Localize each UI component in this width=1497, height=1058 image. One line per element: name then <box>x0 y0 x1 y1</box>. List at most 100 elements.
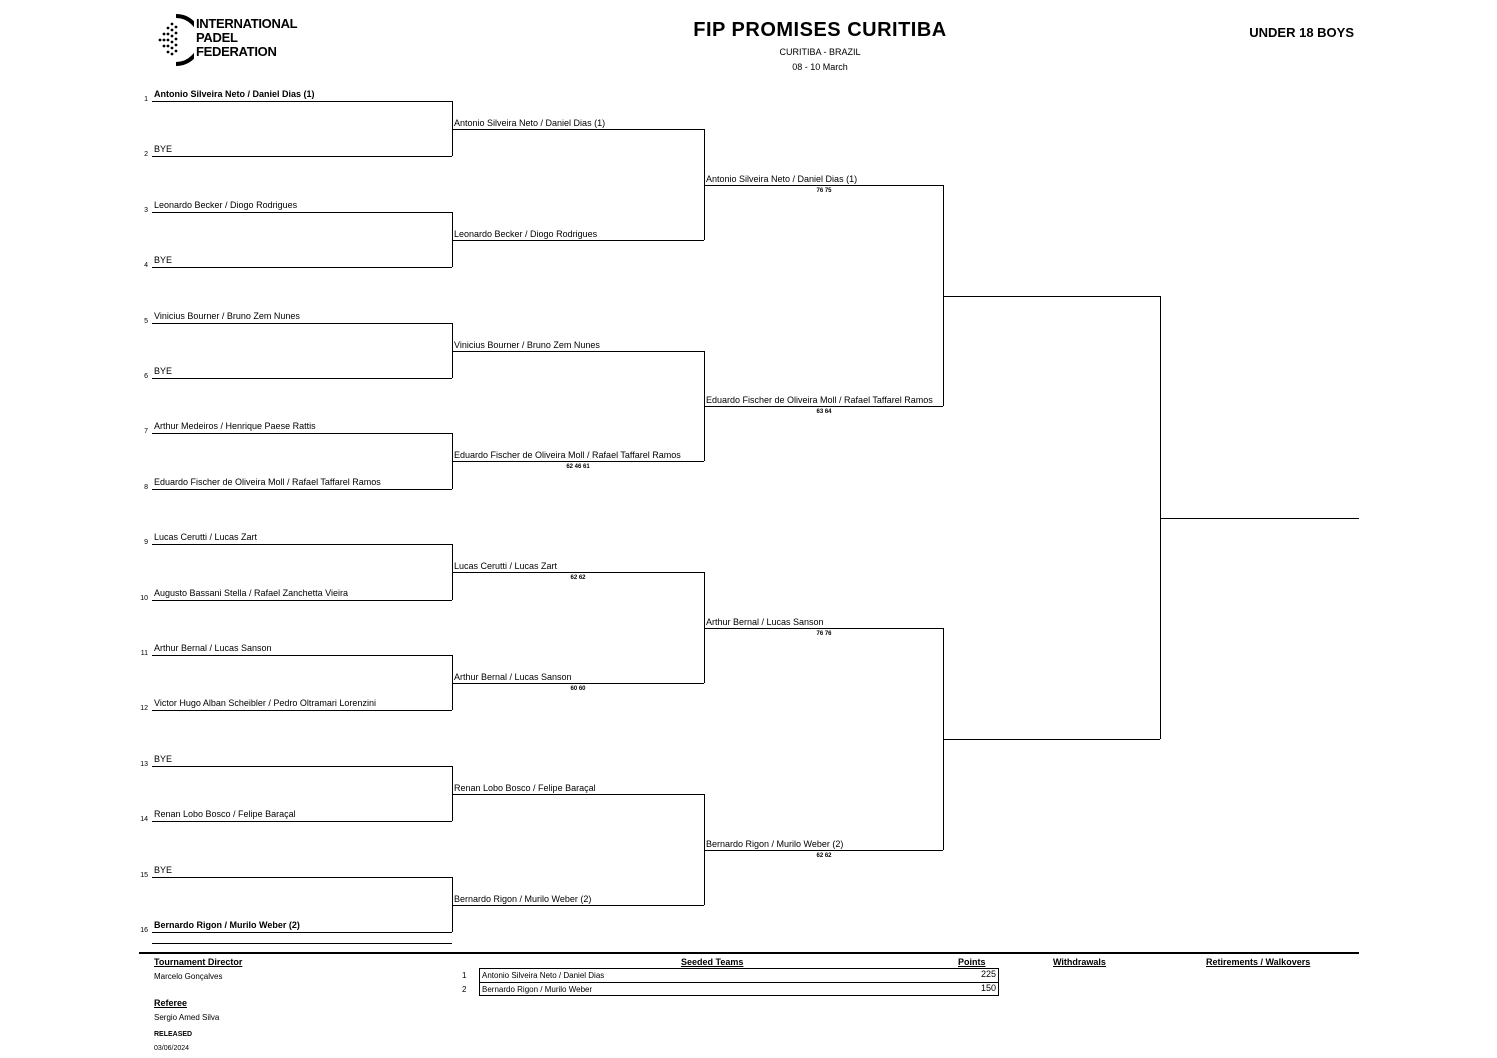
r2-team-name: Antonio Silveira Neto / Daniel Dias (1) <box>454 118 606 128</box>
retirements-label: Retirements / Walkovers <box>1206 957 1311 967</box>
r2-score: 62 62 <box>570 575 586 581</box>
director-name: Marcelo Gonçalves <box>154 972 223 981</box>
r1-team-name: Victor Hugo Alban Scheibler / Pedro Oltr… <box>154 698 376 708</box>
r1-seed-number: 10 <box>140 595 148 602</box>
r1-line <box>152 655 452 656</box>
r3-line <box>704 628 943 629</box>
r1-seed-number: 2 <box>144 151 148 158</box>
r1-connector <box>452 877 453 932</box>
r1-seed-number: 11 <box>140 650 148 657</box>
r1-line <box>152 156 452 157</box>
r1-connector <box>452 766 453 821</box>
released-label: RELEASED <box>154 1031 193 1038</box>
r1-connector <box>452 323 453 378</box>
points-label: Points <box>958 957 986 967</box>
r3-connector <box>943 185 944 406</box>
footer-divider <box>139 952 1359 954</box>
seed-row-1-num: 1 <box>462 971 467 980</box>
r1-seed-number: 6 <box>144 373 148 380</box>
r4-line <box>943 296 1160 297</box>
draw-category: UNDER 18 BOYS <box>1249 25 1354 40</box>
r3-line <box>704 185 943 186</box>
r1-line <box>152 101 452 102</box>
r2-team-name: Eduardo Fischer de Oliveira Moll / Rafae… <box>454 450 681 460</box>
r2-team-name: Arthur Bernal / Lucas Sanson <box>454 672 572 682</box>
r2-connector <box>704 129 705 240</box>
r4-line <box>943 739 1160 740</box>
padel-ball-icon <box>158 14 202 66</box>
r1-line <box>152 877 452 878</box>
r1-line <box>152 489 452 490</box>
r4-connector <box>1160 296 1161 739</box>
r3-team-name: Eduardo Fischer de Oliveira Moll / Rafae… <box>706 395 933 405</box>
winner-line <box>1160 518 1359 519</box>
r1-team-name: Arthur Bernal / Lucas Sanson <box>154 643 272 653</box>
r3-line <box>704 850 943 851</box>
r2-team-name: Bernardo Rigon / Murilo Weber (2) <box>454 894 592 904</box>
r1-line <box>152 323 452 324</box>
federation-logo <box>154 14 202 66</box>
r1-team-name: Lucas Cerutti / Lucas Zart <box>154 532 258 542</box>
r1-line <box>152 544 452 545</box>
director-label: Tournament Director <box>154 957 243 967</box>
r1-team-name: BYE <box>154 865 173 875</box>
seed-row-2-num: 2 <box>462 985 467 994</box>
r1-line <box>152 378 452 379</box>
r2-connector <box>704 794 705 905</box>
r2-team-name: Renan Lobo Bosco / Felipe Baraçal <box>454 783 596 793</box>
withdrawals-label: Withdrawals <box>1053 957 1106 967</box>
r1-team-name: Antonio Silveira Neto / Daniel Dias (1) <box>154 89 315 99</box>
r3-score: 63 64 <box>816 409 832 415</box>
r2-score: 62 46 61 <box>566 464 590 470</box>
r2-score: 60 60 <box>570 686 586 692</box>
r3-score: 76 75 <box>816 188 832 194</box>
r1-line <box>152 943 452 944</box>
referee-name: Sergio Amed Silva <box>154 1013 220 1022</box>
federation-logo-text: INTERNATIONAL PADEL FEDERATION <box>196 16 298 59</box>
r2-line <box>452 351 704 352</box>
r1-seed-number: 14 <box>140 816 148 823</box>
r1-team-name: Arthur Medeiros / Henrique Paese Rattis <box>154 421 316 431</box>
r3-score: 76 76 <box>816 631 832 637</box>
r1-seed-number: 16 <box>140 927 148 934</box>
seeded-teams-table <box>479 968 999 996</box>
r3-score: 62 62 <box>816 853 832 859</box>
r3-team-name: Antonio Silveira Neto / Daniel Dias (1) <box>706 174 858 184</box>
r1-team-name: Augusto Bassani Stella / Rafael Zanchett… <box>154 588 348 598</box>
r3-team-name: Bernardo Rigon / Murilo Weber (2) <box>706 839 844 849</box>
seed-row-2-name: Bernardo Rigon / Murilo Weber <box>482 985 593 994</box>
r1-connector <box>452 212 453 267</box>
r1-seed-number: 12 <box>140 705 148 712</box>
r1-line <box>152 932 452 933</box>
r2-line <box>452 240 704 241</box>
tournament-title: FIP PROMISES CURITIBA <box>693 19 947 41</box>
r2-line <box>452 794 704 795</box>
r1-team-name: Eduardo Fischer de Oliveira Moll / Rafae… <box>154 477 381 487</box>
r1-seed-number: 13 <box>140 761 148 768</box>
r2-line <box>452 683 704 684</box>
r1-seed-number: 4 <box>144 262 148 269</box>
r1-line <box>152 267 452 268</box>
r3-team-name: Arthur Bernal / Lucas Sanson <box>706 617 824 627</box>
r1-team-name: Renan Lobo Bosco / Felipe Baraçal <box>154 809 296 819</box>
tournament-city: CURITIBA - BRAZIL <box>779 47 861 57</box>
r1-team-name: Vinicius Bourner / Bruno Zem Nunes <box>154 311 300 321</box>
r1-seed-number: 3 <box>144 207 148 214</box>
tournament-dates: 08 - 10 March <box>792 62 848 72</box>
referee-label: Referee <box>154 998 188 1008</box>
r1-connector <box>452 655 453 710</box>
r1-team-name: BYE <box>154 144 173 154</box>
r1-seed-number: 8 <box>144 484 148 491</box>
r1-seed-number: 9 <box>144 539 148 546</box>
r1-line <box>152 212 452 213</box>
r2-line <box>452 461 704 462</box>
r1-team-name: Bernardo Rigon / Murilo Weber (2) <box>154 920 300 930</box>
r1-seed-number: 1 <box>144 96 148 103</box>
seed-row-1-name: Antonio Silveira Neto / Daniel Dias <box>482 971 605 980</box>
r1-team-name: BYE <box>154 366 173 376</box>
r1-seed-number: 5 <box>144 318 148 325</box>
r1-team-name: BYE <box>154 255 173 265</box>
r1-line <box>152 710 452 711</box>
r2-connector <box>704 572 705 683</box>
r1-seed-number: 15 <box>140 872 148 879</box>
